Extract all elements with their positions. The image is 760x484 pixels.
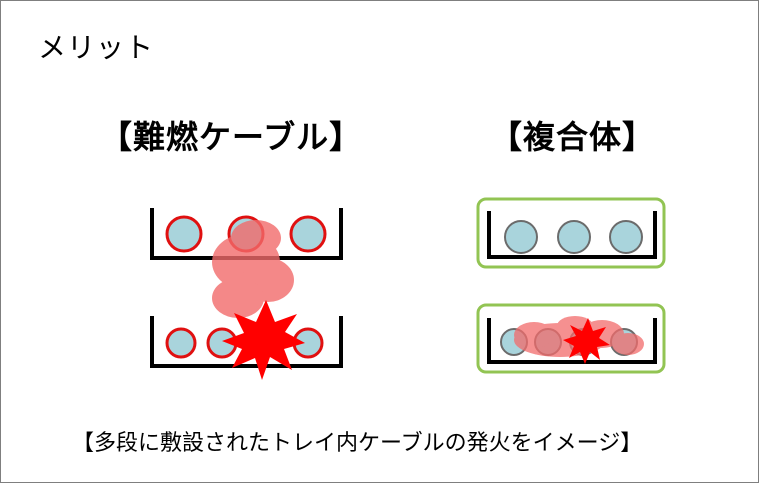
slide-title: メリット	[38, 31, 155, 64]
cable	[557, 220, 591, 254]
composite-border	[476, 197, 666, 269]
right-lower-tray	[476, 303, 666, 374]
smoke-cloud	[212, 220, 294, 318]
fire-burst-icon	[222, 300, 305, 380]
right-upper-tray	[476, 197, 666, 269]
diagram-caption: 【多段に敷設されたトレイ内ケーブルの発火をイメージ】	[72, 431, 643, 456]
composite-heading: 【複合体】	[490, 118, 656, 156]
cable	[609, 220, 643, 254]
contained-fire-icon	[563, 318, 610, 364]
cable	[289, 215, 327, 253]
cable	[165, 215, 203, 253]
flame-retardant-cable-heading: 【難燃ケーブル】	[100, 118, 363, 156]
cable	[504, 220, 538, 254]
left-lower-tray	[150, 316, 343, 368]
composite-border	[476, 303, 666, 374]
cable	[165, 327, 197, 359]
